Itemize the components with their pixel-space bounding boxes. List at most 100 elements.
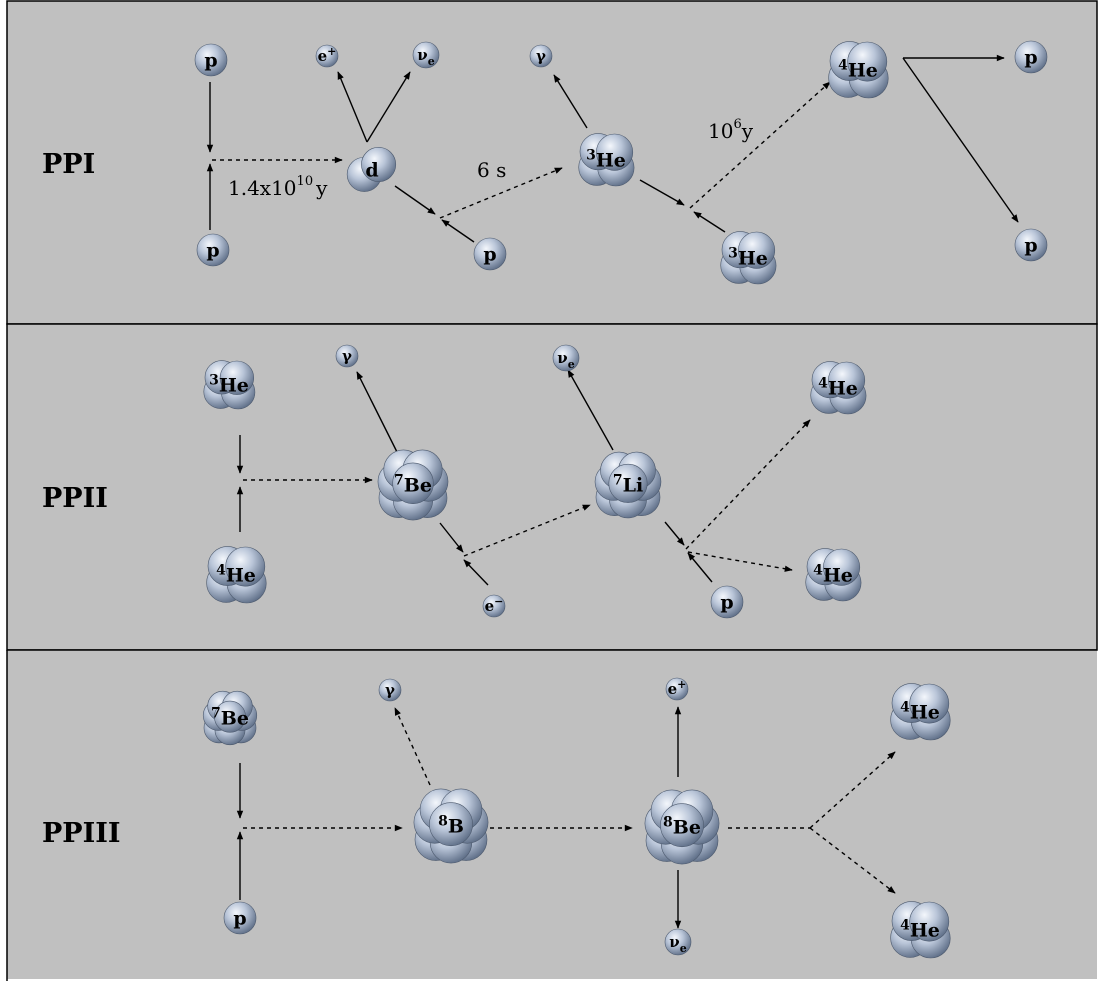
timescale-deuteron: 6 s	[477, 158, 506, 182]
proton-ppi-out-bottom: p	[1014, 228, 1048, 262]
particle-label: 7Li	[613, 472, 643, 496]
gamma-ppii: γ	[335, 344, 359, 368]
chain-label-ppiii: PPIII	[42, 818, 121, 849]
panel-ppii	[6, 323, 1098, 651]
particle-label: 8Be	[663, 814, 701, 838]
particle-label: e+	[668, 678, 687, 698]
helium3-ppi-mid: 3He	[578, 133, 635, 187]
nucleon-sphere	[219, 360, 255, 395]
arrow	[394, 707, 431, 786]
boron8: 8B	[413, 788, 489, 864]
particle-label: νe	[417, 46, 434, 68]
particle-label: νe	[557, 349, 574, 371]
particle-label: 3He	[586, 147, 626, 171]
nucleon-sphere	[1014, 228, 1048, 262]
particle-label: γ	[385, 681, 395, 699]
nucleon-sphere	[823, 548, 861, 586]
particle-label: p	[720, 591, 733, 613]
nucleon-sphere	[335, 344, 359, 368]
nucleon-sphere	[223, 901, 257, 935]
particle-label: e−	[485, 595, 504, 615]
positron-ppiii: e+	[665, 677, 689, 701]
nucleon-sphere	[828, 361, 866, 399]
deuteron: d	[346, 147, 397, 192]
arrow	[687, 552, 713, 583]
arrow	[441, 219, 475, 243]
nucleon-sphere	[738, 231, 776, 269]
proton-ppi-top: p	[194, 43, 228, 77]
helium4-ppi: 4He	[828, 41, 889, 99]
arrow	[902, 57, 1019, 223]
arrow	[639, 179, 685, 206]
neutrino-ppiii: νe	[664, 928, 692, 956]
arrow	[693, 211, 726, 233]
arrow	[439, 522, 464, 553]
nucleon-sphere	[847, 41, 888, 82]
chain-label-ppi: PPI	[42, 149, 95, 180]
proton-ppiii: p	[223, 901, 257, 935]
nucleon-sphere	[412, 41, 440, 69]
particle-label: 4He	[900, 699, 940, 723]
lithium7-ppii: 7Li	[594, 451, 662, 519]
arrow	[687, 551, 793, 572]
nucleon-sphere	[194, 43, 228, 77]
nucleon-sphere	[225, 546, 266, 587]
arrow	[463, 559, 489, 586]
particle-label: νe	[669, 933, 686, 955]
nucleon-sphere	[660, 803, 704, 848]
nucleon-sphere	[665, 677, 689, 701]
particle-label: p	[483, 243, 496, 265]
particle-label: p	[204, 49, 217, 71]
arrow	[685, 419, 811, 550]
arrow	[366, 71, 411, 143]
neutrino-ppii: νe	[552, 344, 580, 372]
arrows	[206, 54, 1019, 929]
proton-ppii: p	[710, 585, 744, 619]
helium3-ppii: 3He	[203, 360, 256, 410]
nucleon-sphere	[361, 147, 397, 182]
helium4-ppiii-out-top: 4He	[890, 683, 951, 741]
particle-label: 4He	[813, 562, 853, 586]
nucleon-sphere	[664, 928, 692, 956]
gamma-ppi: γ	[529, 44, 553, 68]
nucleon-sphere	[909, 683, 950, 724]
particle-label: 4He	[818, 375, 858, 399]
particle-label: 3He	[209, 372, 249, 396]
electron-ppii: e−	[482, 594, 506, 618]
arrow	[394, 185, 436, 215]
gamma-ppiii: γ	[378, 678, 402, 702]
arrow	[809, 827, 896, 894]
timescale-he3-fusion: 106y	[708, 117, 754, 143]
particle-label: 4He	[900, 917, 940, 941]
particle-label: 4He	[216, 562, 256, 586]
helium4-ppii-out-top: 4He	[810, 361, 867, 415]
particle-label: p	[206, 239, 219, 261]
arrow	[553, 74, 588, 129]
neutrino-ppi: νe	[412, 41, 440, 69]
nucleon-sphere	[392, 462, 434, 504]
nucleon-sphere	[378, 678, 402, 702]
particle-label: 7Be	[394, 472, 432, 496]
particle-label: 4He	[838, 57, 878, 81]
arrow	[809, 751, 896, 829]
particle-label: p	[233, 907, 246, 929]
particle-label: d	[365, 159, 378, 181]
nucleon-sphere	[909, 901, 950, 942]
arrow	[567, 369, 614, 451]
arrow	[337, 71, 368, 143]
particle-label: 3He	[728, 245, 768, 269]
helium3-ppi-bottom: 3He	[720, 231, 777, 285]
nucleon-sphere	[482, 594, 506, 618]
arrow	[356, 371, 399, 455]
beryllium7-ppiii: 7Be	[202, 690, 258, 746]
particle-label: p	[1024, 234, 1037, 256]
nucleon-sphere	[473, 237, 507, 271]
helium4-ppiii-out-bottom: 4He	[890, 901, 951, 959]
nucleon-sphere	[429, 802, 473, 847]
proton-ppi-mid: p	[473, 237, 507, 271]
proton-ppi-bottom: p	[196, 233, 230, 267]
particle-label: γ	[342, 347, 352, 365]
nucleon-sphere	[214, 700, 246, 733]
